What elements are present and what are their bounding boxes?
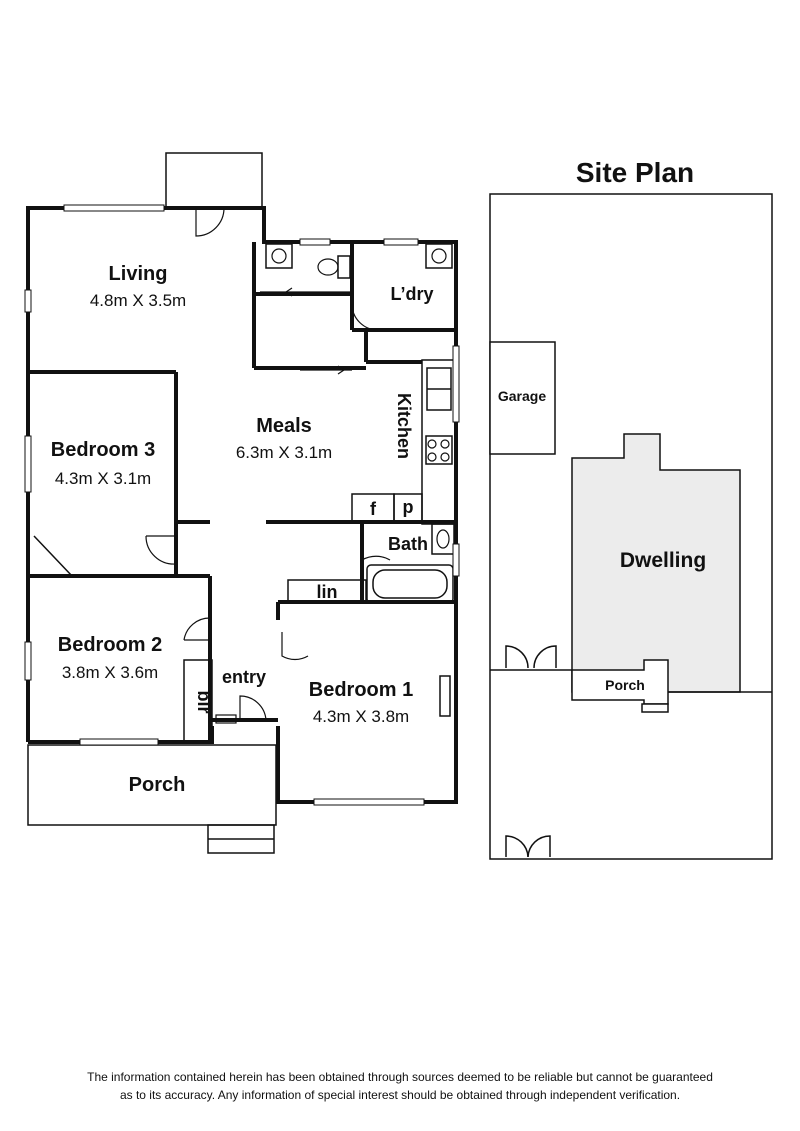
laundry-trough — [425, 243, 453, 269]
fireplace — [439, 675, 451, 717]
room-name-bedroom3: Bedroom 3 — [51, 439, 155, 461]
vanity-basin — [431, 523, 455, 555]
bedroom1-walls — [276, 606, 458, 804]
site-plan-title: Site Plan — [576, 157, 694, 188]
label-fridge: f — [370, 499, 377, 519]
site-boundary — [489, 193, 773, 860]
cooktop-icon — [425, 435, 453, 465]
wc-basin — [265, 243, 293, 269]
living-bay — [165, 152, 263, 209]
room-name-bedroom2: Bedroom 2 — [58, 634, 162, 656]
disclaimer-line-1: The information contained herein has bee… — [87, 1070, 713, 1084]
room-dims-bedroom3: 4.3m X 3.1m — [55, 469, 151, 488]
label-pantry: p — [403, 497, 414, 517]
site-label-garage: Garage — [498, 388, 546, 404]
room-dims-living: 4.8m X 3.5m — [90, 291, 186, 310]
toilet-icon — [337, 255, 351, 279]
gate-swing-right — [533, 645, 557, 669]
door-swing-bedroom1 — [281, 632, 309, 661]
site-label-dwelling: Dwelling — [620, 549, 706, 572]
site-garage — [489, 341, 556, 455]
site-label-porch: Porch — [605, 677, 645, 693]
label-robe: bir — [194, 690, 214, 713]
rear-gate-swing-right — [527, 835, 551, 858]
label-kitchen: Kitchen — [394, 393, 414, 459]
room-name-living: Living — [109, 263, 168, 285]
room-dims-bedroom2: 3.8m X 3.6m — [62, 663, 158, 682]
room-dims-bedroom1: 4.3m X 3.8m — [313, 707, 409, 726]
room-name-bedroom1: Bedroom 1 — [309, 679, 413, 701]
label-linen: lin — [317, 582, 338, 602]
label-entry: entry — [222, 667, 266, 687]
door-swing-bedroom2 — [183, 617, 211, 641]
label-bath: Bath — [388, 534, 428, 554]
door-swing-bedroom3 — [145, 535, 177, 565]
room-name-meals: Meals — [256, 415, 312, 437]
label-laundry: L’dry — [390, 284, 433, 304]
room-dims-meals: 6.3m X 3.1m — [236, 443, 332, 462]
door-swing-laundry — [351, 303, 379, 331]
label-front-porch: Porch — [129, 774, 186, 796]
door-swing-entry — [239, 695, 267, 721]
rear-gate-swing-left — [505, 835, 529, 858]
door-swing-living — [195, 207, 225, 237]
disclaimer-line-2: as to its accuracy. Any information of s… — [119, 1088, 681, 1102]
door-swing-bath — [361, 532, 391, 562]
gate-swing-left — [505, 645, 529, 669]
